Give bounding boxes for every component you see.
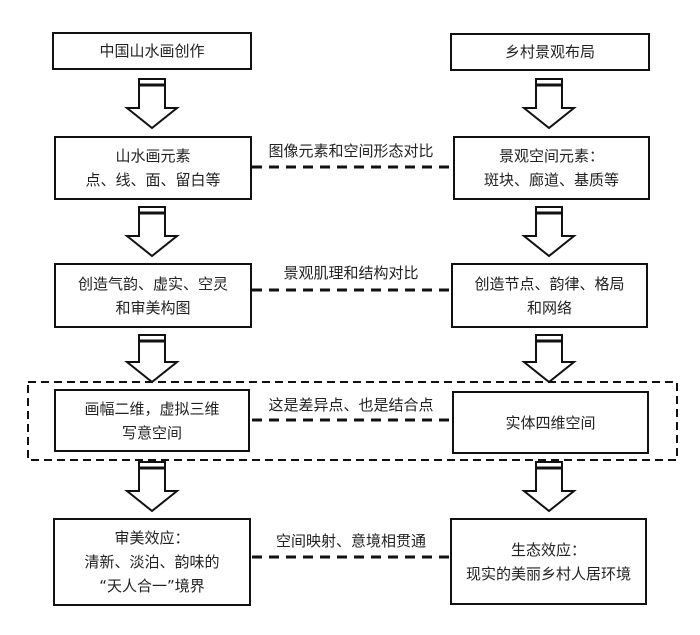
link-label-4: 空间映射、意境相贯通 — [275, 532, 426, 550]
left-step-1-line-1: 山水画元素 — [115, 147, 191, 165]
right-step-1-line-2: 斑块、廊道、基质等 — [483, 171, 619, 189]
right-step-2-line-1: 创造节点、韵律、格局 — [474, 274, 625, 293]
right-step-3-line-1: 实体四维空间 — [505, 413, 596, 432]
link-label-1: 图像元素和空间形态对比 — [268, 142, 434, 160]
right-title: 乡村景观布局 — [504, 43, 595, 61]
left-step-2-box: 创造气韵、虚实、空灵 和审美构图 — [54, 263, 252, 328]
right-step-4-line-2: 现实的美丽乡村人居环境 — [465, 564, 631, 583]
right-step-4-box: 生态效应： 现实的美丽乡村人居环境 — [450, 518, 647, 605]
left-title-box: 中国山水画创作 — [52, 32, 252, 70]
left-step-1-box: 山水画元素 点、线、面、留白等 — [54, 136, 252, 200]
right-step-2-line-2: 和网络 — [526, 298, 572, 317]
left-step-3-line-1: 画幅二维，虚拟三维 — [84, 399, 220, 418]
left-step-1-line-2: 点、线、面、留白等 — [85, 171, 221, 189]
right-step-4-line-1: 生态效应： — [510, 540, 586, 559]
right-title-box: 乡村景观布局 — [450, 33, 650, 71]
link-label-2: 景观肌理和结构对比 — [283, 264, 419, 282]
left-step-3-box: 画幅二维，虚拟三维 写意空间 — [54, 389, 250, 452]
left-step-2-line-1: 创造气韵、虚实、空灵 — [77, 274, 228, 293]
link-label-3: 这是差异点、也是结合点 — [268, 396, 434, 414]
right-step-1-line-1: 景观空间元素： — [498, 147, 604, 165]
left-step-4-line-1: 审美效应： — [114, 529, 190, 547]
left-title: 中国山水画创作 — [99, 42, 205, 60]
left-step-2-line-2: 和审美构图 — [115, 298, 191, 317]
left-step-4-line-3: “天人合一”境界 — [99, 577, 205, 595]
left-step-4-box: 审美效应： 清新、淡泊、韵味的 “天人合一”境界 — [53, 518, 251, 606]
right-step-3-box: 实体四维空间 — [452, 391, 649, 454]
left-step-3-line-2: 写意空间 — [121, 423, 182, 442]
right-step-1-box: 景观空间元素： 斑块、廊道、基质等 — [453, 136, 650, 200]
left-step-4-line-2: 清新、淡泊、韵味的 — [84, 553, 220, 571]
right-step-2-box: 创造节点、韵律、格局 和网络 — [451, 263, 648, 328]
